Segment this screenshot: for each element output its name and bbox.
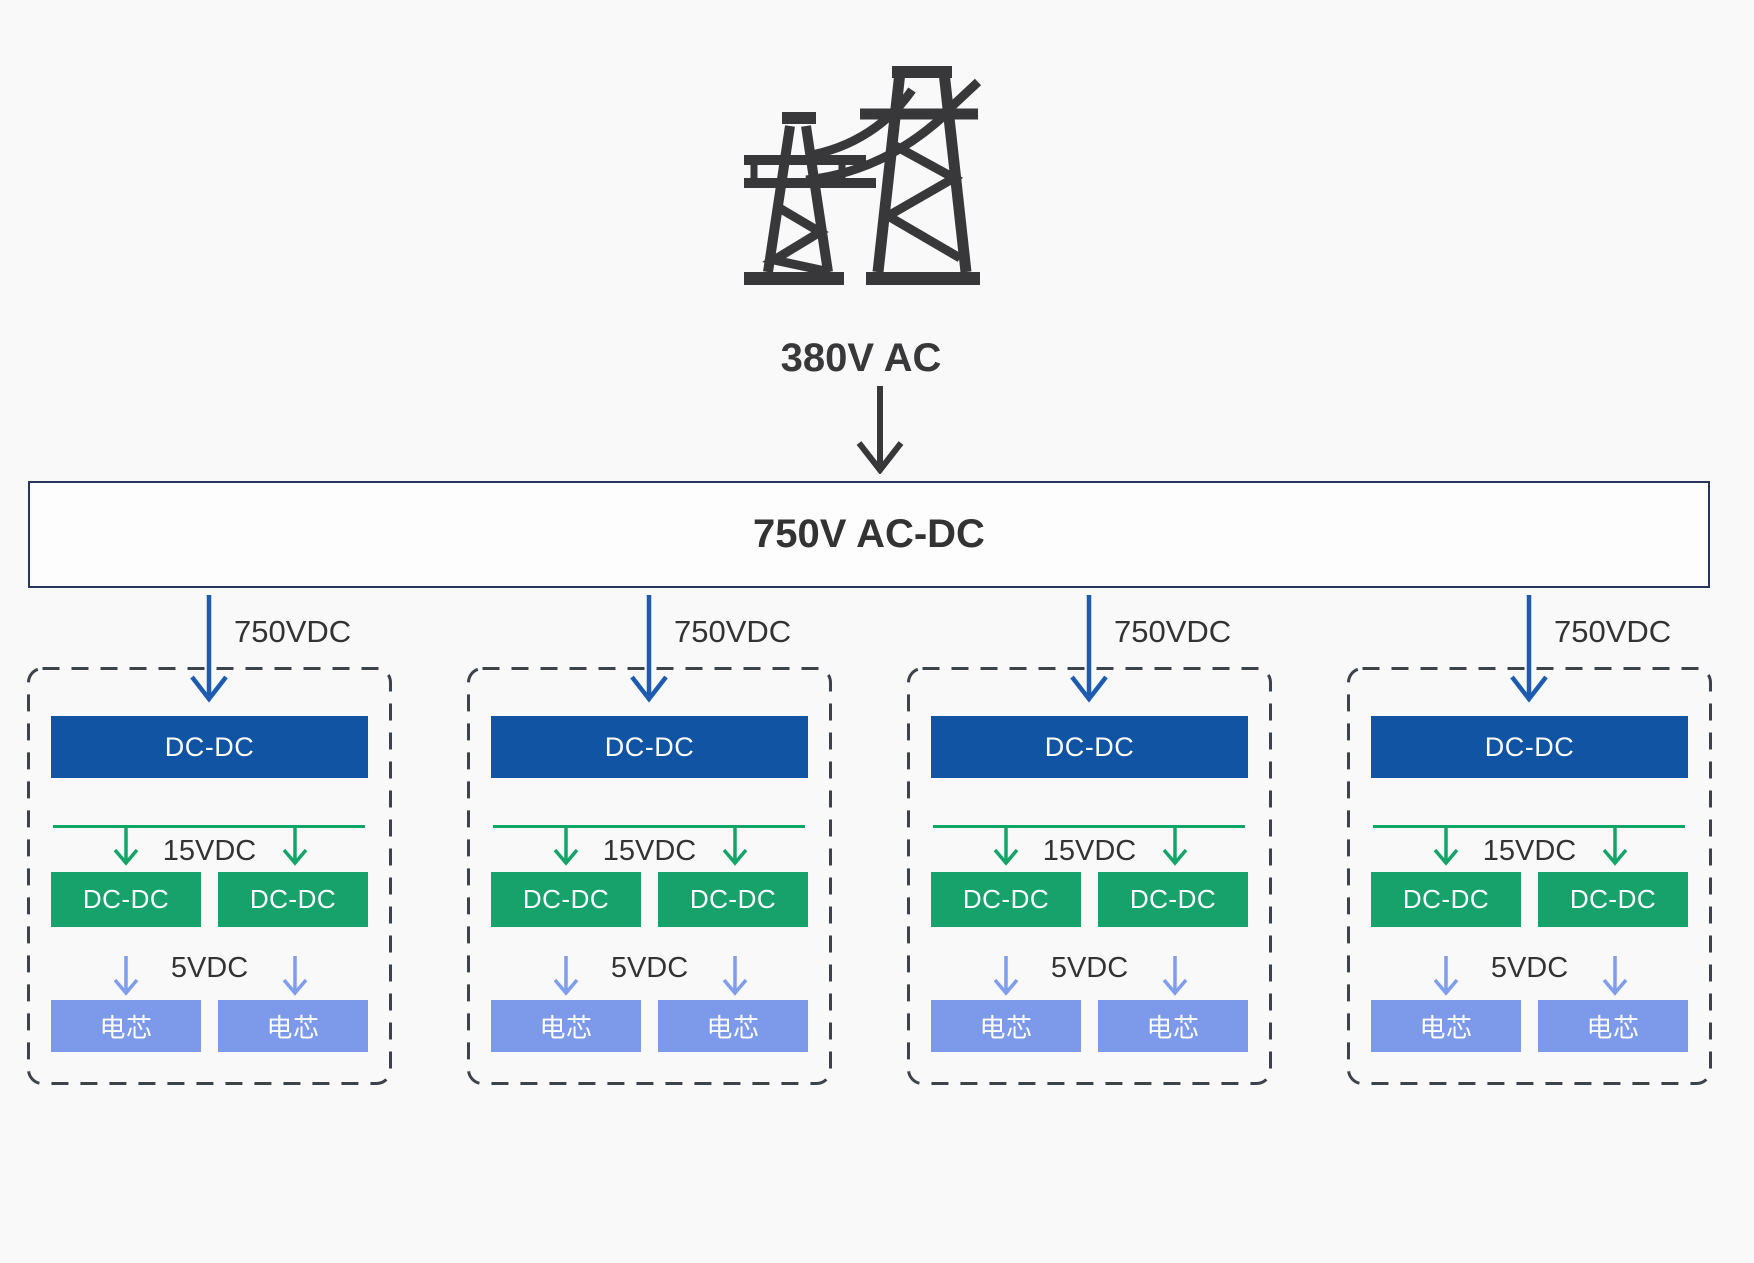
battery-cell-label: 电芯	[266, 1012, 320, 1043]
feeder-voltage-label: 750VDC	[1114, 614, 1232, 649]
group-dashed-border	[27, 667, 392, 1085]
secondary-dcdc-box: DC-DC	[218, 872, 368, 927]
dc-bus-line	[493, 825, 805, 828]
feeder-voltage-label: 750VDC	[1554, 614, 1672, 649]
dc-bus-line	[933, 825, 1245, 828]
group-dashed-border	[907, 667, 1272, 1085]
secondary-dcdc-box: DC-DC	[1538, 872, 1688, 927]
secondary-dcdc-box: DC-DC	[1371, 872, 1521, 927]
dc-module-group-3: DC-DC 15VDC DC-DC DC-DC 5VDC 电芯 电芯	[907, 667, 1272, 1085]
primary-dcdc-box: DC-DC	[491, 716, 808, 778]
low-voltage-label: 5VDC	[610, 952, 689, 984]
bus-arrow-icon	[1162, 826, 1188, 866]
feeder-arrow-icon	[1510, 595, 1548, 703]
cell-arrow-icon	[282, 956, 308, 996]
bus-arrow-icon	[553, 826, 579, 866]
battery-cell-box: 电芯	[1371, 1000, 1521, 1052]
dc-module-group-4: DC-DC 15VDC DC-DC DC-DC 5VDC 电芯 电芯	[1347, 667, 1712, 1085]
battery-cell-label: 电芯	[1586, 1012, 1640, 1043]
secondary-dcdc-label: DC-DC	[689, 884, 777, 914]
cell-arrow-icon	[722, 956, 748, 996]
dc-module-group-2: DC-DC 15VDC DC-DC DC-DC 5VDC 电芯 电芯	[467, 667, 832, 1085]
battery-cell-label: 电芯	[979, 1012, 1033, 1043]
dc-bus-line	[1373, 825, 1685, 828]
bus-arrow-icon	[1602, 826, 1628, 866]
secondary-dcdc-label: DC-DC	[522, 884, 610, 914]
battery-cell-label: 电芯	[99, 1012, 153, 1043]
feeder-arrow-icon	[1070, 595, 1108, 703]
battery-cell-box: 电芯	[51, 1000, 201, 1052]
primary-dcdc-box: DC-DC	[51, 716, 368, 778]
grid-voltage-label: 380V AC	[780, 336, 942, 380]
secondary-dcdc-box: DC-DC	[491, 872, 641, 927]
mid-voltage-label: 15VDC	[162, 835, 257, 867]
battery-cell-box: 电芯	[931, 1000, 1081, 1052]
secondary-dcdc-label: DC-DC	[962, 884, 1050, 914]
secondary-dcdc-box: DC-DC	[51, 872, 201, 927]
mid-voltage-label: 15VDC	[602, 835, 697, 867]
battery-cell-box: 电芯	[491, 1000, 641, 1052]
low-voltage-label: 5VDC	[1490, 952, 1569, 984]
cell-arrow-icon	[113, 956, 139, 996]
primary-dcdc-box: DC-DC	[1371, 716, 1688, 778]
mid-voltage-label: 15VDC	[1482, 835, 1577, 867]
primary-dcdc-label: DC-DC	[164, 731, 255, 762]
ac-dc-converter-box: 750V AC-DC	[28, 481, 1710, 588]
bus-arrow-icon	[1433, 826, 1459, 866]
battery-cell-box: 电芯	[1098, 1000, 1248, 1052]
cell-arrow-icon	[1602, 956, 1628, 996]
secondary-dcdc-box: DC-DC	[931, 872, 1081, 927]
bus-arrow-icon	[993, 826, 1019, 866]
primary-dcdc-box: DC-DC	[931, 716, 1248, 778]
group-dashed-border	[1347, 667, 1712, 1085]
battery-cell-label: 电芯	[539, 1012, 593, 1043]
ac-dc-converter-label: 750V AC-DC	[753, 512, 985, 556]
battery-cell-label: 电芯	[1146, 1012, 1200, 1043]
battery-cell-box: 电芯	[218, 1000, 368, 1052]
mid-voltage-label: 15VDC	[1042, 835, 1137, 867]
group-dashed-border	[467, 667, 832, 1085]
battery-cell-label: 电芯	[706, 1012, 760, 1043]
primary-dcdc-label: DC-DC	[1044, 731, 1135, 762]
secondary-dcdc-box: DC-DC	[658, 872, 808, 927]
feeder-voltage-label: 750VDC	[234, 614, 352, 649]
feeder-voltage-label: 750VDC	[674, 614, 792, 649]
bus-arrow-icon	[113, 826, 139, 866]
bus-arrow-icon	[282, 826, 308, 866]
secondary-dcdc-label: DC-DC	[1402, 884, 1490, 914]
bus-arrow-icon	[722, 826, 748, 866]
battery-cell-label: 电芯	[1419, 1012, 1473, 1043]
feeder-arrow-icon	[190, 595, 228, 703]
feeder-arrow-icon	[630, 595, 668, 703]
primary-dcdc-label: DC-DC	[1484, 731, 1575, 762]
battery-cell-box: 电芯	[658, 1000, 808, 1052]
low-voltage-label: 5VDC	[170, 952, 249, 984]
low-voltage-label: 5VDC	[1050, 952, 1129, 984]
secondary-dcdc-label: DC-DC	[1569, 884, 1657, 914]
primary-dcdc-label: DC-DC	[604, 731, 695, 762]
dc-bus-line	[53, 825, 365, 828]
transmission-tower-icon	[744, 66, 982, 285]
secondary-dcdc-label: DC-DC	[1129, 884, 1217, 914]
cell-arrow-icon	[1162, 956, 1188, 996]
secondary-dcdc-label: DC-DC	[82, 884, 170, 914]
grid-to-converter-arrow-icon	[856, 386, 904, 474]
battery-cell-box: 电芯	[1538, 1000, 1688, 1052]
dc-module-group-1: DC-DC 15VDC DC-DC DC-DC 5VDC 电芯 电芯	[27, 667, 392, 1085]
secondary-dcdc-box: DC-DC	[1098, 872, 1248, 927]
cell-arrow-icon	[553, 956, 579, 996]
cell-arrow-icon	[993, 956, 1019, 996]
cell-arrow-icon	[1433, 956, 1459, 996]
secondary-dcdc-label: DC-DC	[249, 884, 337, 914]
